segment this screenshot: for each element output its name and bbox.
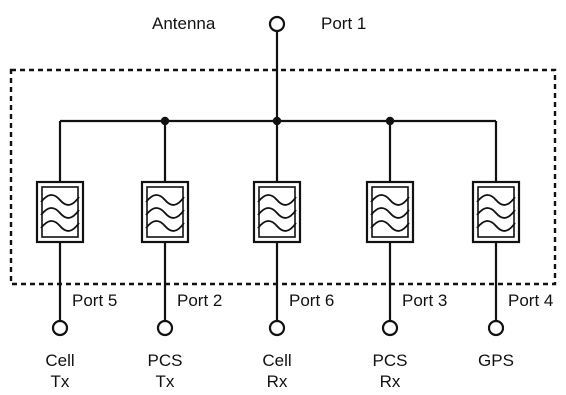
port-label: Port 3 bbox=[402, 291, 447, 310]
port-terminal bbox=[156, 319, 174, 337]
antenna-label: Antenna bbox=[152, 14, 216, 33]
band-name-line1: PCS bbox=[373, 351, 408, 370]
filter-wave-symbol bbox=[145, 194, 185, 206]
port-terminal bbox=[487, 319, 505, 337]
band-name-line2: Tx bbox=[51, 372, 70, 391]
band-name-line2: Rx bbox=[267, 372, 288, 391]
filter-wave-symbol bbox=[370, 194, 410, 206]
port-label: Port 4 bbox=[508, 291, 553, 310]
filter-wave-symbol bbox=[40, 220, 80, 232]
port-terminal bbox=[381, 319, 399, 337]
port-label: Port 6 bbox=[289, 291, 334, 310]
filter-wave-symbol bbox=[476, 194, 516, 206]
antenna-terminal bbox=[268, 15, 286, 33]
port-terminal bbox=[268, 319, 286, 337]
filter-wave-symbol bbox=[476, 207, 516, 219]
filter-wave-symbol bbox=[145, 207, 185, 219]
filter-wave-symbol bbox=[40, 194, 80, 206]
band-name-line1: Cell bbox=[45, 351, 74, 370]
filter-wave-symbol bbox=[145, 220, 185, 232]
antenna-port-label: Port 1 bbox=[321, 14, 366, 33]
band-name-line1: Cell bbox=[262, 351, 291, 370]
port-label: Port 2 bbox=[177, 291, 222, 310]
module-boundary bbox=[9, 68, 557, 286]
filter-wave-symbol bbox=[370, 207, 410, 219]
port-terminal bbox=[51, 319, 69, 337]
filter-wave-symbol bbox=[40, 207, 80, 219]
filter-wave-symbol bbox=[370, 220, 410, 232]
filter-wave-symbol bbox=[257, 220, 297, 232]
band-name-line1: PCS bbox=[148, 351, 183, 370]
band-name-line1: GPS bbox=[478, 351, 514, 370]
filter-wave-symbol bbox=[476, 220, 516, 232]
band-name-line2: Rx bbox=[380, 372, 401, 391]
port-label: Port 5 bbox=[72, 291, 117, 310]
filter-wave-symbol bbox=[257, 194, 297, 206]
band-name-line2: Tx bbox=[156, 372, 175, 391]
filter-wave-symbol bbox=[257, 207, 297, 219]
